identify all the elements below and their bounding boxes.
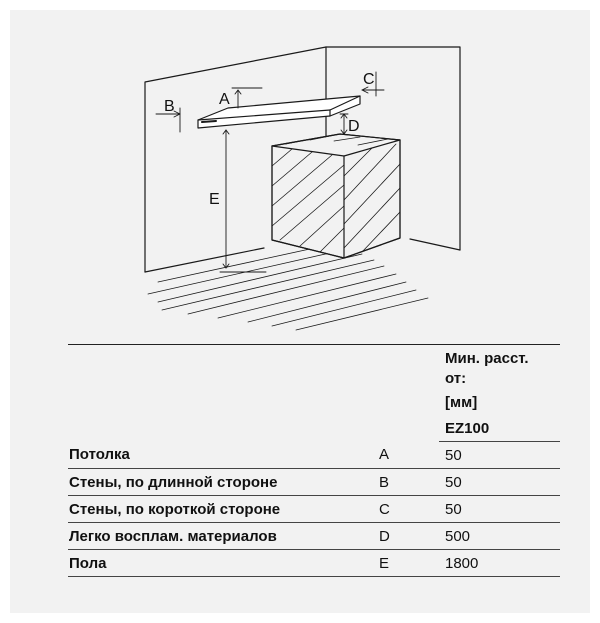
clearance-table: Мин. расст. от: [мм] EZ100 Потолка A 50 … <box>68 344 560 577</box>
row-name: Легко восплам. материалов <box>68 522 375 550</box>
header-unit: [мм] <box>445 393 478 411</box>
label-d: D <box>348 118 360 135</box>
header-min-distance: Мин. расст. <box>445 350 529 367</box>
header-from: от: <box>445 370 467 387</box>
row-code: D <box>375 522 439 550</box>
table-model-row: EZ100 <box>68 415 560 442</box>
row-name: Потолка <box>68 441 375 469</box>
row-value: 50 <box>439 495 560 523</box>
dimension-lines <box>155 71 385 273</box>
table-row: Стены, по короткой стороне C 50 <box>68 495 560 523</box>
row-name: Пола <box>68 549 375 577</box>
table-row: Пола E 1800 <box>68 549 560 577</box>
table-row: Стены, по длинной стороне B 50 <box>68 468 560 496</box>
row-name: Стены, по длинной стороне <box>68 468 375 496</box>
table-header-row: Мин. расст. от: <box>68 345 560 389</box>
row-value: 50 <box>439 468 560 496</box>
row-code: C <box>375 495 439 523</box>
row-value: 1800 <box>439 549 560 577</box>
label-e: E <box>209 191 220 208</box>
row-code: A <box>375 441 439 469</box>
combustible-box <box>271 133 401 259</box>
row-code: B <box>375 468 439 496</box>
row-value: 50 <box>439 441 560 469</box>
content-panel: B A C D E Мин. расст. от: [мм] EZ100 <box>10 10 590 613</box>
label-c: C <box>363 71 375 88</box>
clearance-diagram: B A C D E <box>10 10 590 345</box>
room-walls <box>144 46 461 273</box>
table-row: Легко восплам. материалов D 500 <box>68 522 560 550</box>
table-unit-row: [мм] <box>68 389 560 415</box>
table-top-rule <box>68 344 560 345</box>
label-b: B <box>164 98 175 115</box>
row-code: E <box>375 549 439 577</box>
heater-panel <box>197 95 361 129</box>
row-name: Стены, по короткой стороне <box>68 495 375 523</box>
label-a: A <box>219 91 230 108</box>
room-drawing: B A C D E <box>144 46 461 331</box>
header-model: EZ100 <box>439 415 560 442</box>
table-row: Потолка A 50 <box>68 441 560 469</box>
row-value: 500 <box>439 522 560 550</box>
floor-hatch <box>147 241 429 331</box>
